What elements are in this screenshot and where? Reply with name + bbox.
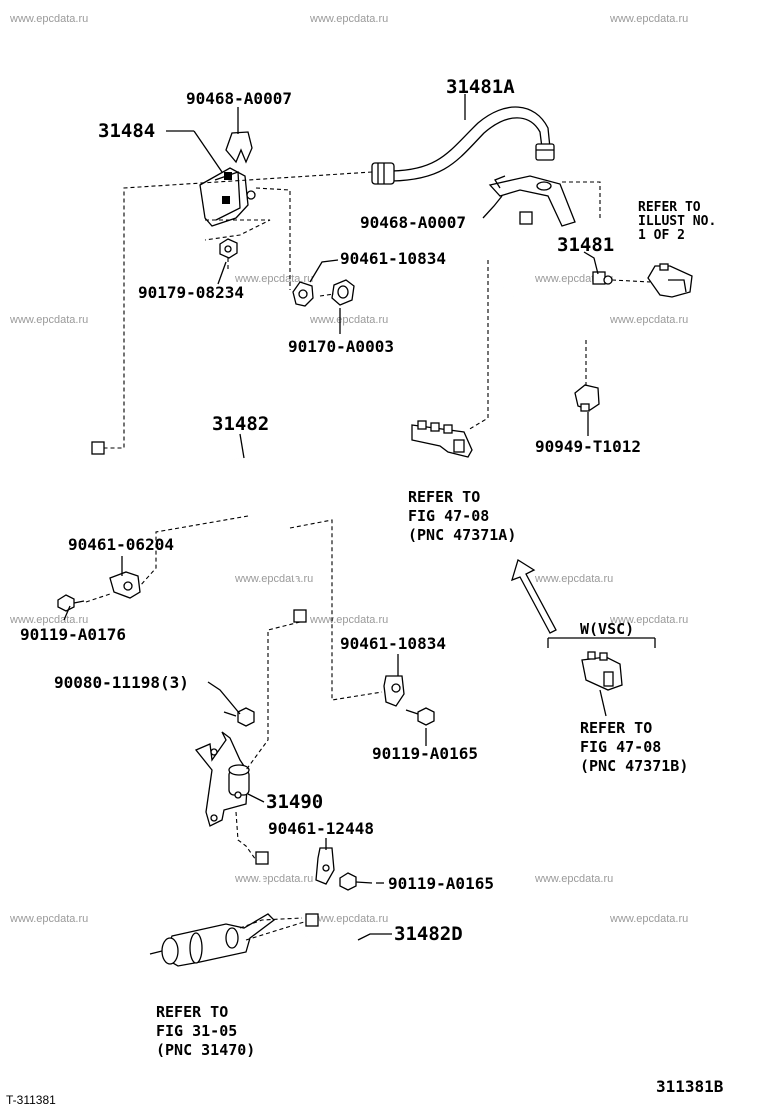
bolt-90119-a0165-upper[interactable] [405,707,435,726]
watermark: www.epcdata.ru [309,13,388,25]
part-labels: 31481A 90468-A0007 31484 90468-A0007 901… [6,76,724,1107]
label-31490[interactable]: 31490 [266,791,323,813]
label-refer-4708a-line3: (PNC 47371A) [408,526,516,544]
actuator-block-47371a[interactable] [411,420,473,458]
watermark: www.epcdata.ru [534,873,613,885]
label-refer-illust-line2: ILLUST NO. [638,214,716,229]
watermark: www.epcdata.ru [609,13,688,25]
watermark: www.epcdata.ru [309,913,388,925]
watermark: www.epcdata.ru [9,614,88,626]
label-refer-illust-line3: 1 OF 2 [638,228,685,243]
label-90461-12448[interactable]: 90461-12448 [268,819,374,838]
watermark: www.epcdata.ru [309,614,388,626]
watermark: www.epcdata.ru [609,913,688,925]
clamp-90461-10834-top[interactable] [292,281,314,307]
tube-31481[interactable] [498,211,613,340]
clamp-90461-10834-bottom[interactable] [383,675,405,707]
bracket-31484[interactable] [199,167,256,227]
bracket-assy-31490[interactable] [194,731,250,827]
label-refer-4708b-line3: (PNC 47371B) [580,757,688,775]
bolt-90080-11198[interactable] [223,707,255,727]
clamp-90461-12448[interactable] [315,847,335,885]
watermark: www.epcdata.ru [534,573,613,585]
grommet-90170-a0003[interactable] [331,279,355,306]
label-90461-10834-top[interactable]: 90461-10834 [340,249,446,268]
dashed-guides [85,171,651,941]
footer-diagram-id: T-311381 [6,1093,56,1107]
hose-bracket-right [488,175,576,227]
label-90468-a0007-mid[interactable]: 90468-A0007 [360,213,466,232]
label-90119-a0165-upper[interactable]: 90119-A0165 [372,744,478,763]
footer-figure-number: 311381B [656,1077,724,1096]
label-31482[interactable]: 31482 [212,413,269,435]
bolt-90119-a0165-lower[interactable] [339,872,373,891]
actuator-block-47371b[interactable] [581,651,623,691]
label-refer-4708a-line1: REFER TO [408,488,480,506]
label-90949-t1012[interactable]: 90949-T1012 [535,437,641,456]
watermark: www.epcdata.ru [234,573,313,585]
label-90119-a0165-lower[interactable]: 90119-A0165 [388,874,494,893]
label-refer-3105-line3: (PNC 31470) [156,1041,255,1059]
clamp-90461-06204[interactable] [109,571,141,599]
label-refer-4708a-line2: FIG 47-08 [408,507,489,525]
label-wvsc: W(VSC) [580,620,634,638]
watermark: www.epcdata.ru [234,273,313,285]
label-refer-4708b-line2: FIG 47-08 [580,738,661,756]
label-refer-4708b-line1: REFER TO [580,719,652,737]
watermark: www.epcdata.ru [609,314,688,326]
referenced-valve-illust[interactable] [647,263,693,298]
watermark: www.epcdata.ru [9,913,88,925]
label-31481a[interactable]: 31481A [446,76,515,98]
clip-90468-a0007-top[interactable] [225,131,253,164]
leader-lines [63,94,607,941]
label-90080-11198[interactable]: 90080-11198(3) [54,673,189,692]
label-90179-08234[interactable]: 90179-08234 [138,283,244,302]
bolt-90119-a0176[interactable] [57,594,85,612]
watermark: www.epcdata.ru [609,614,688,626]
watermark: www.epcdata.ru [9,314,88,326]
vsc-arrow [511,558,656,648]
label-90468-a0007-top[interactable]: 90468-A0007 [186,89,292,108]
label-31482d[interactable]: 31482D [394,923,463,945]
watermark: www.epcdata.ru [309,314,388,326]
watermark: www.epcdata.ru [9,13,88,25]
watermark: www.epcdata.ru [234,873,313,885]
label-90119-a0176[interactable]: 90119-A0176 [20,625,126,644]
label-90461-10834-bottom[interactable]: 90461-10834 [340,634,446,653]
label-refer-3105-line2: FIG 31-05 [156,1022,237,1040]
connector-90949-t1012[interactable] [574,384,600,412]
tube-31482d[interactable] [255,851,358,952]
label-90461-06204[interactable]: 90461-06204 [68,535,174,554]
label-refer-illust-line1: REFER TO [638,200,701,215]
label-31481[interactable]: 31481 [557,234,614,256]
label-90170-a0003[interactable]: 90170-A0003 [288,337,394,356]
flexible-hose-31481a[interactable] [371,106,555,185]
tube-31482[interactable] [70,424,310,623]
nut-90179-08234[interactable] [219,238,238,259]
label-31484[interactable]: 31484 [98,120,155,142]
label-refer-3105-line1: REFER TO [156,1003,228,1021]
release-cylinder-31470[interactable] [149,913,275,967]
watermark-layer: www.epcdata.ru www.epcdata.ru www.epcdat… [9,13,688,925]
